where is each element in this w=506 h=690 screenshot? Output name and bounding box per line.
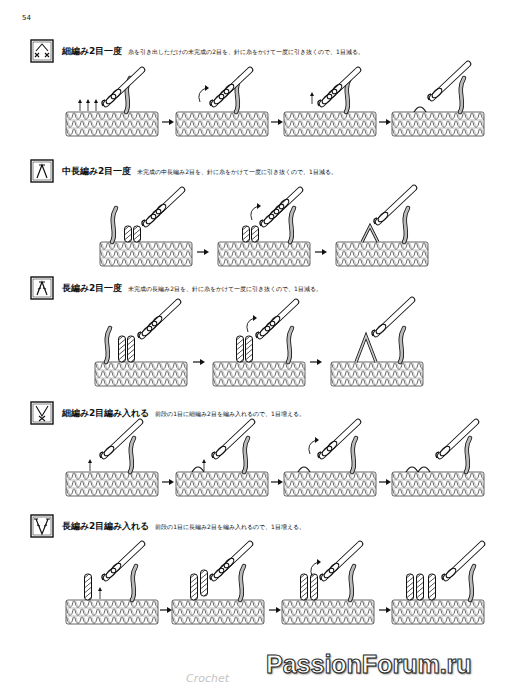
step-arrow — [162, 119, 174, 125]
step-arrow — [379, 479, 391, 485]
step-arrow — [193, 359, 205, 365]
step-illustration — [95, 302, 187, 386]
step-arrow — [271, 479, 283, 485]
step-arrow — [310, 359, 322, 365]
step-arrow — [379, 607, 391, 613]
technique-title: 細編み2目一度 — [62, 46, 122, 56]
technique-description: 未完成の中長編み2目を、針に糸をかけて一度に引き抜くので、1目減る。 — [137, 169, 337, 176]
stitch-symbol — [31, 402, 53, 424]
step-arrow — [197, 249, 209, 255]
step-illustration — [66, 70, 158, 136]
step-illustration — [392, 422, 484, 496]
technique-title: 長編み2目編み入れる — [62, 521, 149, 531]
step-illustration — [176, 422, 268, 496]
step-illustration — [392, 544, 484, 624]
stitch-symbol — [31, 40, 53, 62]
technique-title: 長編み2目一度 — [62, 283, 122, 293]
step-illustration — [218, 190, 310, 266]
stitch-symbol — [31, 160, 53, 182]
step-illustration — [213, 302, 305, 386]
step-arrow — [160, 607, 172, 613]
watermark: PassionForum.ru — [266, 650, 472, 679]
step-illustration — [284, 422, 376, 496]
step-arrow — [269, 607, 281, 613]
step-illustration — [100, 190, 192, 266]
step-arrow — [379, 119, 391, 125]
page-number: 54 — [22, 14, 31, 22]
step-illustration — [66, 544, 158, 624]
stitch-symbol — [31, 515, 53, 537]
step-arrow — [162, 479, 174, 485]
technique-description: 前段の1目に長編み2目を編み入れるので、1目増える。 — [155, 524, 304, 531]
step-illustration — [336, 188, 428, 266]
technique-title: 中長編み2目一度 — [62, 166, 131, 176]
step-arrow — [315, 249, 327, 255]
watermark: Crochet — [186, 673, 229, 686]
step-illustration — [282, 544, 374, 624]
stitch-symbol — [31, 277, 53, 299]
step-illustration — [176, 70, 268, 136]
technique-title: 細編み2目編み入れる — [62, 408, 149, 418]
step-illustration — [331, 300, 423, 386]
step-illustration — [172, 544, 264, 624]
step-illustration — [392, 64, 484, 136]
step-illustration — [284, 70, 376, 136]
technique-description: 糸を引き出しただけの未完成の2目を、針に糸をかけて一度に引き抜くので、1目減る。 — [128, 49, 364, 56]
step-arrow — [271, 119, 283, 125]
technique-description: 未完成の長編み2目を、針に糸をかけて一度に引き抜くので、1目減る。 — [128, 286, 322, 293]
step-illustration — [66, 422, 158, 496]
technique-description: 前段の1目に細編み2目を編み入れるので、1目増える。 — [155, 411, 304, 418]
